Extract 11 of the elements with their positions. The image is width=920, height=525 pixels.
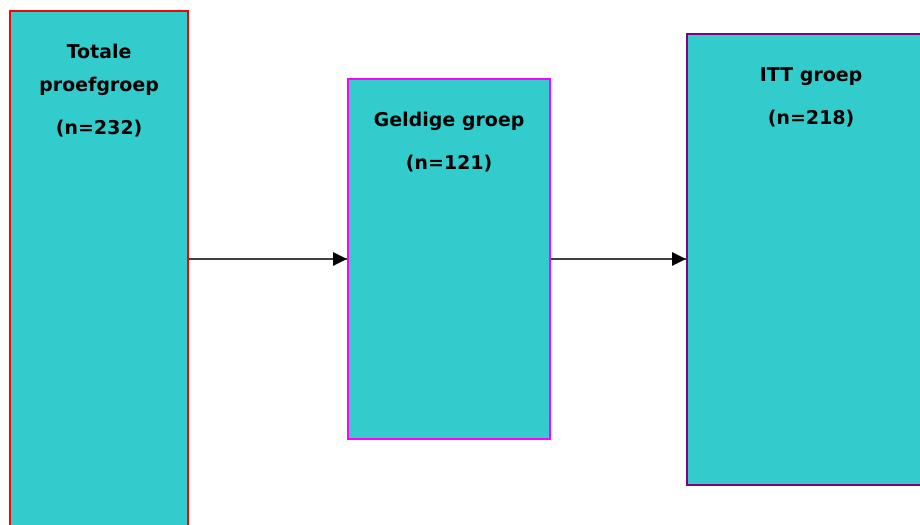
count-label: (n=121) [404, 151, 494, 176]
group-box [686, 33, 920, 486]
count-label: (n=218) [766, 106, 856, 131]
arrow [551, 252, 686, 266]
group-title: ITT groep [758, 63, 864, 88]
group-title: Totale proefgroep [38, 40, 160, 98]
count-label: (n=232) [54, 116, 144, 141]
arrow [189, 252, 347, 266]
group-box [347, 78, 551, 440]
group-title: Geldige groep [372, 108, 526, 133]
group-box [9, 10, 189, 525]
